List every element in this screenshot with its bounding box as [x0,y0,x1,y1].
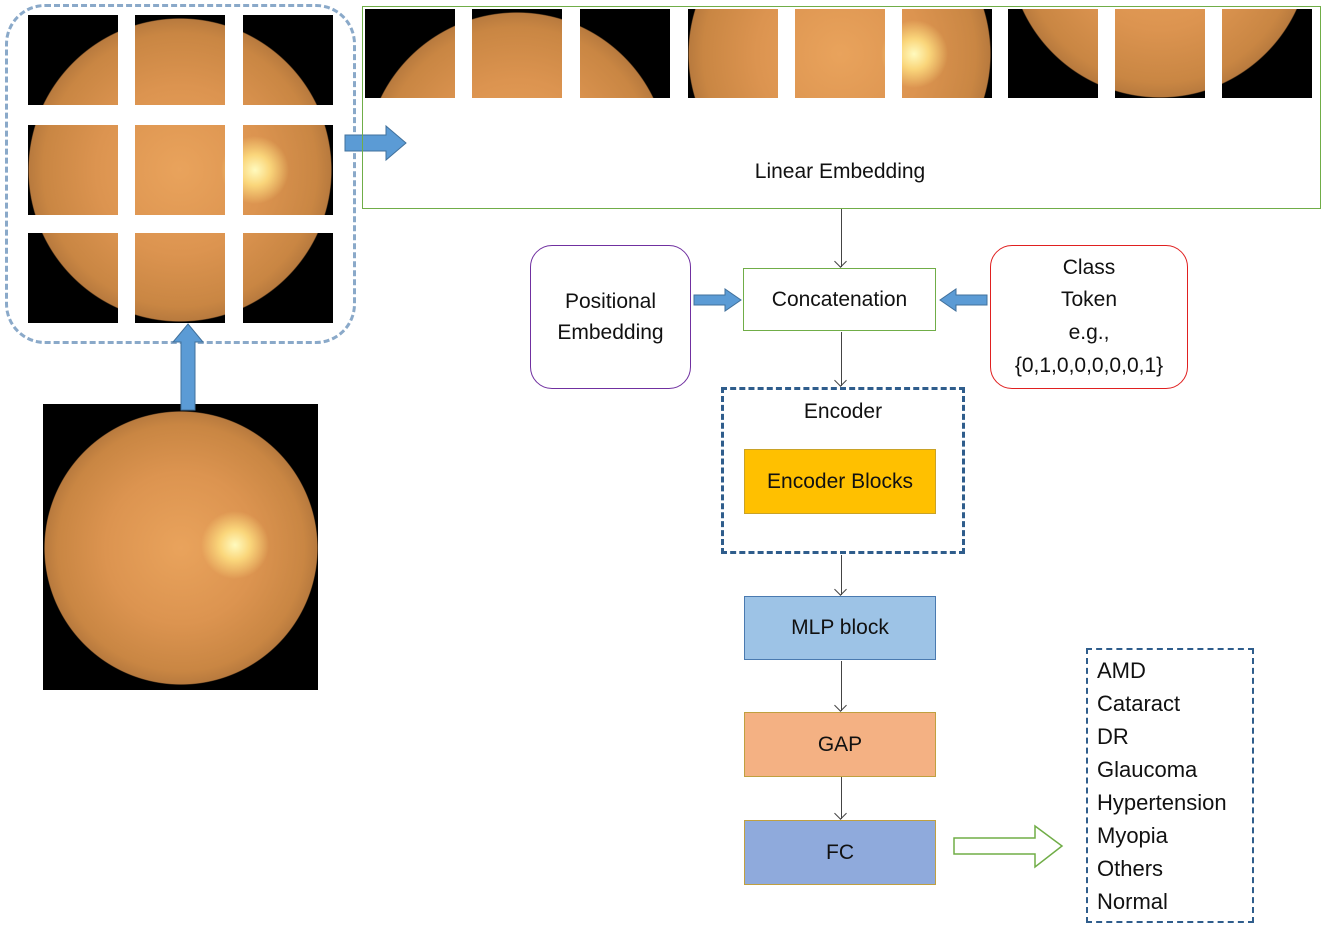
mlp-block: MLP block [744,596,936,660]
output-arrow-icon [953,824,1064,869]
fc-block: FC [744,820,936,885]
patch-tile [135,125,225,215]
patch-tile [28,15,118,105]
fundus-image [43,404,318,690]
patch-tile [243,233,333,323]
sequence-patch [1222,9,1312,98]
positional-embedding-box: Positional Embedding [530,245,691,389]
patch-tile [135,15,225,105]
concatenation-box: Concatenation [743,268,936,331]
right-arrow-icon [344,124,407,162]
patch-tile [28,233,118,323]
connector-arrow [841,777,842,819]
left-arrow-icon [939,288,988,312]
patch-tile [135,233,225,323]
output-classes-box [1086,648,1254,923]
output-class-item: Hypertension [1097,790,1227,815]
output-class-item: DR [1097,724,1129,749]
connector-arrow [841,209,842,267]
connector-arrow [841,332,842,386]
sequence-patch [688,9,778,98]
sequence-patch [902,9,992,98]
sequence-patch [580,9,670,98]
output-class-item: Normal [1097,889,1168,914]
output-class-item: Cataract [1097,691,1181,716]
class-token-box: Class Token e.g., {0,1,0,0,0,0,0,1} [990,245,1188,389]
up-arrow-icon [171,323,205,411]
encoder-blocks: Encoder Blocks [744,449,936,514]
output-class-item: Others [1097,856,1164,881]
patch-tile [243,15,333,105]
positional-embedding-label-2: Embedding [557,321,664,344]
output-class-item: AMD [1097,658,1146,683]
patch-tile [28,125,118,215]
linear-embedding-label: Linear Embedding [754,160,926,183]
connector-arrow [841,661,842,711]
encoder-title: Encoder [803,400,883,423]
positional-embedding-label-1: Positional [564,289,657,313]
connector-arrow [841,555,842,595]
output-class-item: Myopia [1097,823,1168,848]
class-token-example: {0,1,0,0,0,0,0,1} [1014,353,1164,377]
sequence-patch [472,9,562,98]
patch-tile [243,125,333,215]
output-class-item: Glaucoma [1097,757,1198,782]
sequence-patch [795,9,885,98]
sequence-patch [1008,9,1098,98]
class-token-label-2: Token [1060,288,1118,312]
class-token-label-1: Class [1062,255,1116,279]
encoder-box [721,387,965,554]
sequence-patch [365,9,455,98]
gap-block: GAP [744,712,936,777]
right-arrow-icon [693,288,742,312]
sequence-patch [1115,9,1205,98]
class-token-label-3: e.g., [1068,321,1110,344]
